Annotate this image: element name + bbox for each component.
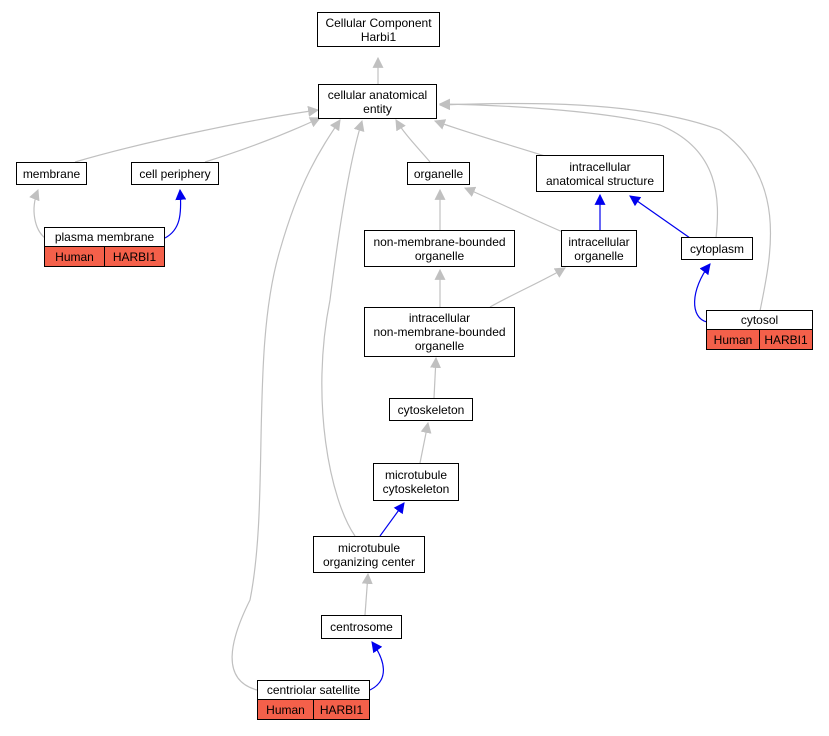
edge-organelle-to-cae	[395, 119, 431, 163]
node-cellular-component-root[interactable]: Cellular Component Harbi1	[317, 12, 440, 47]
annotated-node-centriolar-satellite[interactable]: centriolar satellite Human HARBI1	[257, 680, 370, 720]
annotated-node-label: cytosol	[706, 310, 813, 330]
edge-cytoskeleton-to-inmbo	[430, 356, 441, 399]
edge-ias-to-cae	[433, 119, 546, 157]
annotated-node-label: plasma membrane	[44, 227, 165, 247]
species-tag[interactable]: Human	[707, 330, 759, 349]
edge-cytoplasm-to-cae	[438, 98, 719, 239]
edge-cytosol-to-cae	[438, 99, 771, 312]
node-cell-periphery[interactable]: cell periphery	[131, 162, 219, 185]
annotation-tags: Human HARBI1	[706, 330, 813, 350]
node-centrosome[interactable]: centrosome	[321, 615, 402, 639]
node-microtubule-organizing-center[interactable]: microtubule organizing center	[313, 536, 425, 573]
edge-mtoc-to-mtc	[379, 502, 405, 537]
edge-cytoplasm-to-ias	[629, 195, 691, 239]
edge-membrane-to-cae	[74, 105, 320, 163]
node-membrane[interactable]: membrane	[16, 162, 87, 185]
species-tag[interactable]: Human	[45, 247, 104, 266]
edge-cytosol-to-cytoplasm	[694, 263, 711, 323]
node-microtubule-cytoskeleton[interactable]: microtubule cytoskeleton	[373, 463, 459, 501]
edge-plasma-membrane-to-cell-periphery	[164, 188, 187, 239]
node-intracellular-organelle[interactable]: intracellular organelle	[561, 230, 637, 267]
annotation-tags: Human HARBI1	[257, 700, 370, 720]
node-cytoplasm[interactable]: cytoplasm	[681, 237, 753, 260]
edge-cell-periphery-to-cae	[204, 117, 321, 163]
node-organelle[interactable]: organelle	[407, 162, 470, 185]
edge-mtc-to-cytoskeleton	[419, 421, 432, 464]
species-tag[interactable]: Human	[258, 700, 313, 719]
annotation-tags: Human HARBI1	[44, 247, 165, 267]
edge-cs-to-centrosome	[369, 641, 384, 691]
edge-mtoc-to-cae	[321, 119, 365, 537]
node-intracellular-non-membrane-bounded-organelle[interactable]: intracellular non-membrane-bounded organ…	[364, 307, 515, 357]
edge-plasma-membrane-to-membrane	[29, 188, 46, 239]
node-cytoskeleton[interactable]: cytoskeleton	[389, 398, 473, 421]
annotated-node-plasma-membrane[interactable]: plasma membrane Human HARBI1	[44, 227, 165, 267]
annotated-node-label: centriolar satellite	[257, 680, 370, 700]
edge-io-to-organelle	[463, 186, 566, 234]
gene-tag[interactable]: HARBI1	[104, 247, 164, 266]
gene-tag[interactable]: HARBI1	[313, 700, 369, 719]
node-intracellular-anatomical-structure[interactable]: intracellular anatomical structure	[536, 155, 664, 192]
edge-cs-to-cae	[231, 119, 341, 691]
annotated-node-cytosol[interactable]: cytosol Human HARBI1	[706, 310, 813, 350]
edge-inmbo-to-io	[489, 267, 566, 308]
node-cellular-anatomical-entity[interactable]: cellular anatomical entity	[318, 84, 437, 119]
gene-tag[interactable]: HARBI1	[759, 330, 812, 349]
node-non-membrane-bounded-organelle[interactable]: non-membrane-bounded organelle	[364, 230, 515, 267]
edge-centrosome-to-mtoc	[361, 572, 373, 616]
